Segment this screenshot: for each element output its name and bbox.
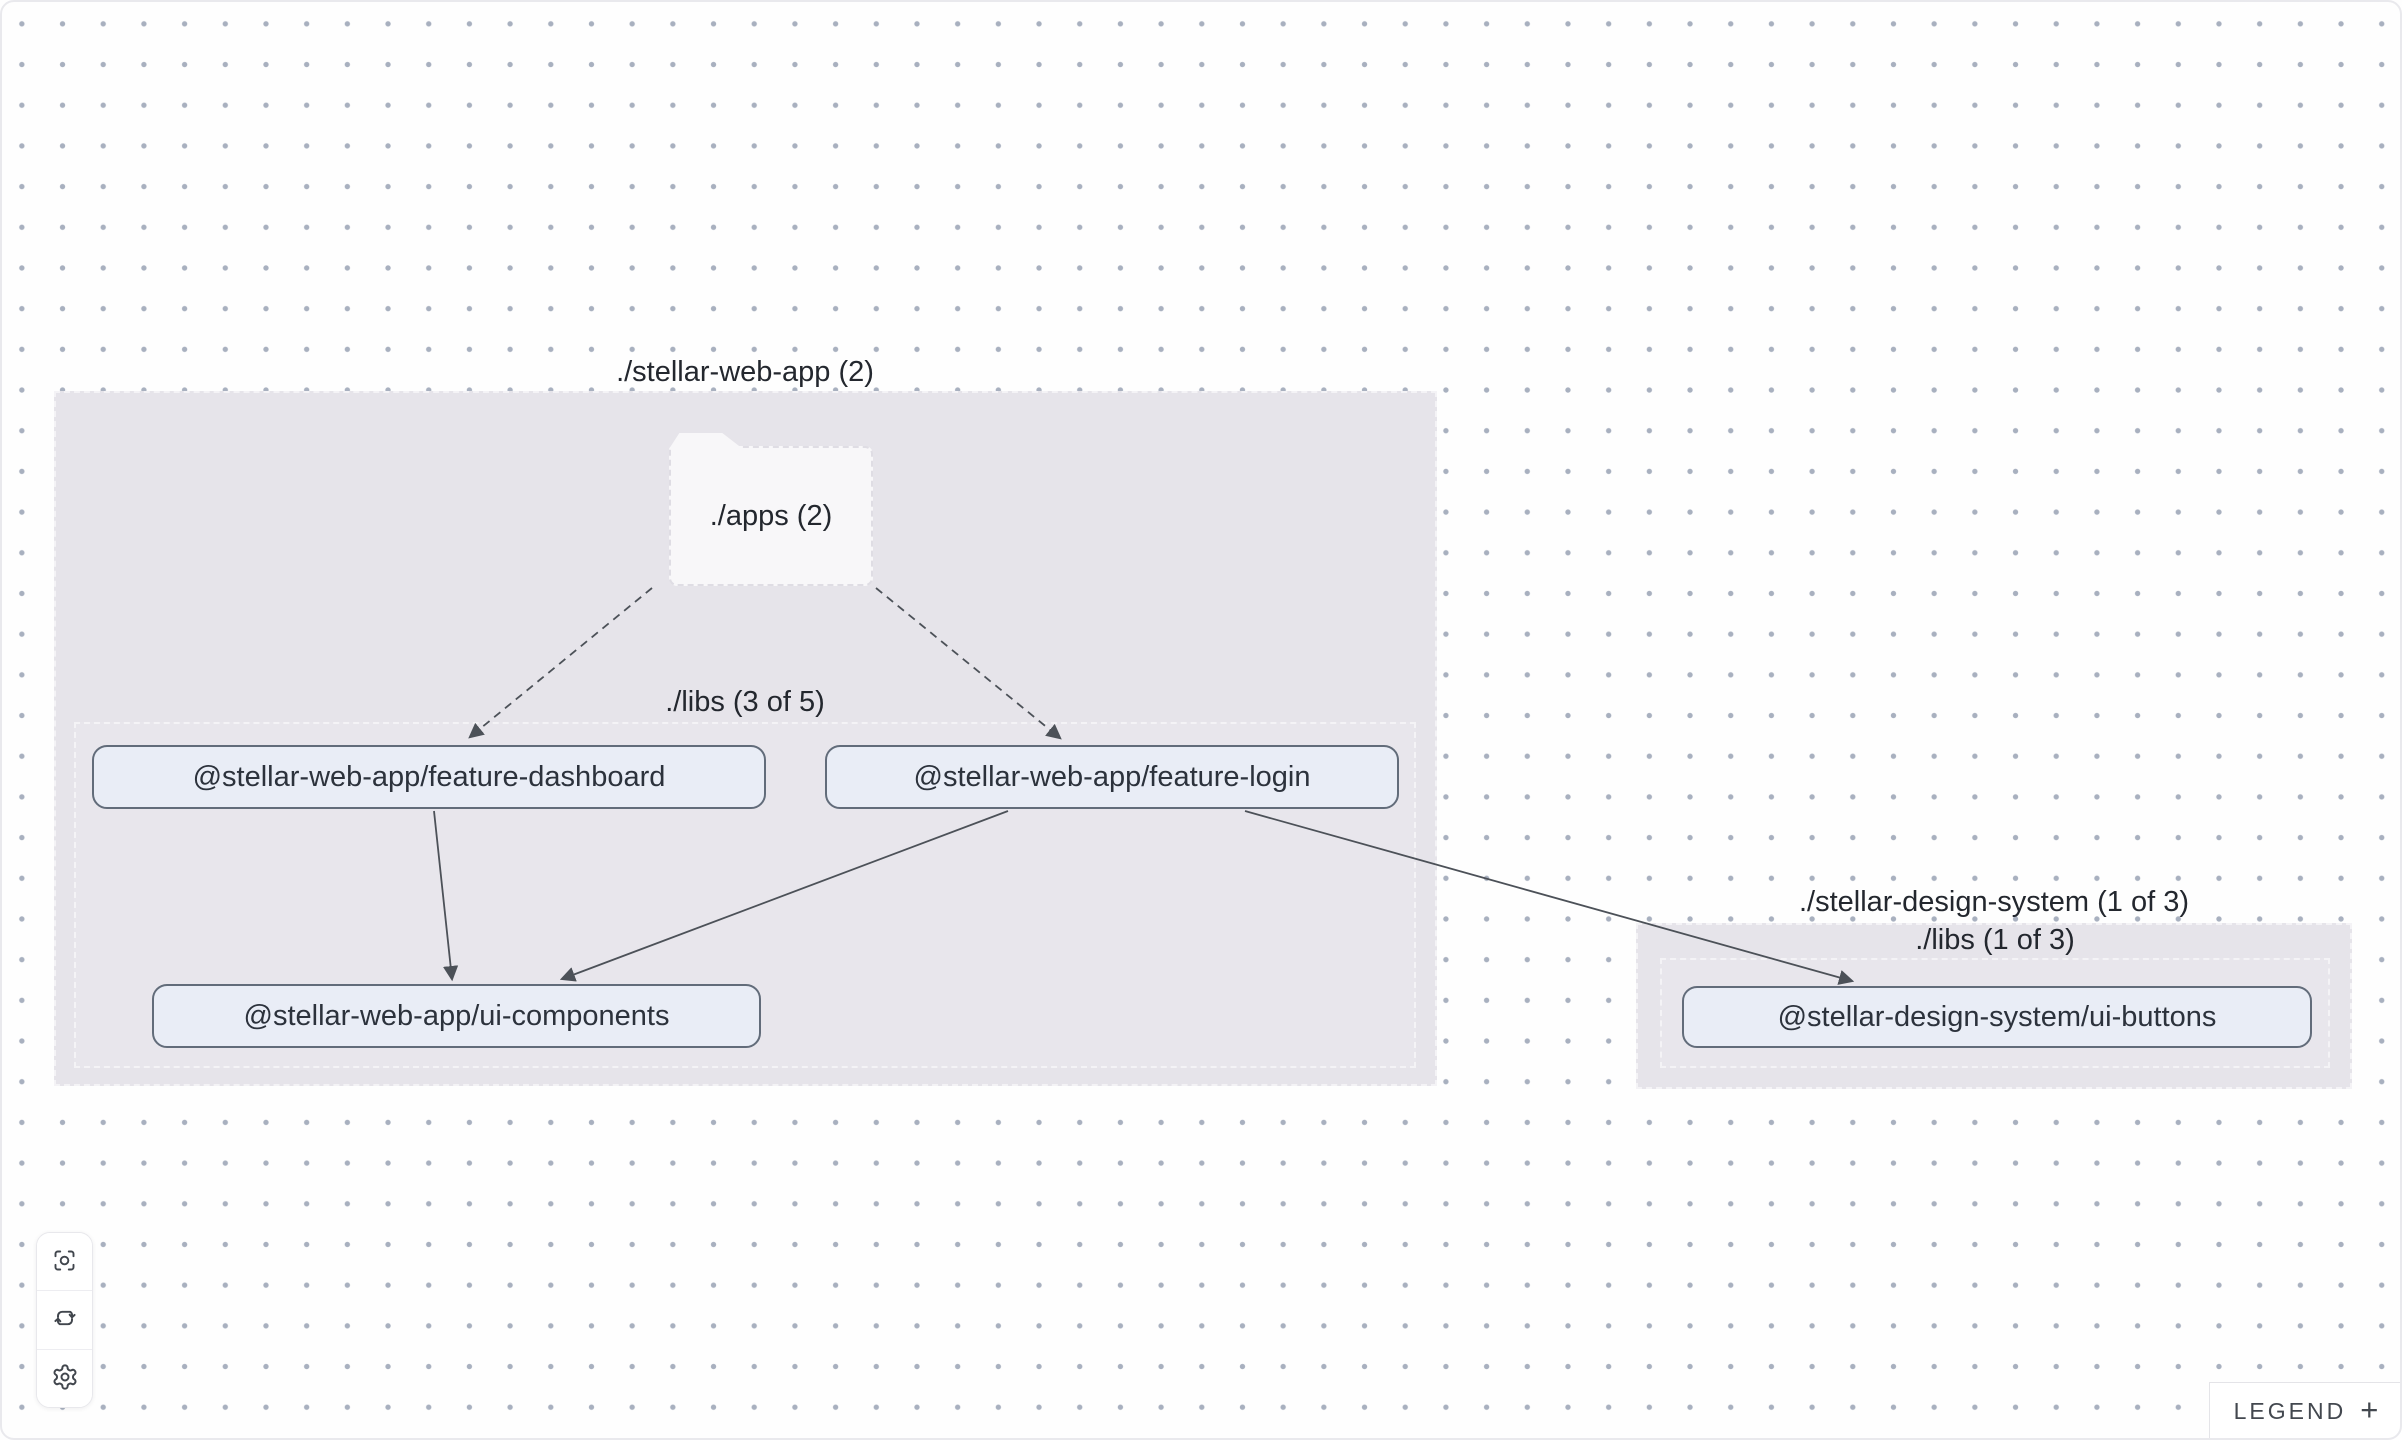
focus-icon	[51, 1247, 78, 1277]
apps-folder-node[interactable]: ./apps (2)	[669, 446, 873, 586]
node-feature-dashboard[interactable]: @stellar-web-app/feature-dashboard	[92, 745, 766, 809]
apps-folder-tab	[669, 433, 743, 449]
node-label: @stellar-design-system/ui-buttons	[1777, 1000, 2217, 1033]
node-feature-login[interactable]: @stellar-web-app/feature-login	[825, 745, 1399, 809]
group-label-design-system-libs: ./libs (1 of 3)	[1915, 924, 2075, 956]
node-ui-buttons[interactable]: @stellar-design-system/ui-buttons	[1682, 986, 2312, 1048]
cycle-icon	[51, 1304, 79, 1335]
refresh-layout-button[interactable]	[37, 1290, 92, 1349]
legend-label: LEGEND	[2233, 1398, 2347, 1424]
apps-folder-label: ./apps (2)	[709, 499, 833, 532]
center-graph-button[interactable]	[37, 1233, 92, 1291]
settings-icon	[51, 1363, 79, 1394]
plus-icon: +	[2360, 1392, 2379, 1427]
legend-toggle-button[interactable]: LEGEND +	[2209, 1382, 2402, 1440]
settings-button[interactable]	[37, 1348, 92, 1407]
node-label: @stellar-web-app/feature-dashboard	[192, 760, 666, 793]
node-ui-components[interactable]: @stellar-web-app/ui-components	[152, 984, 761, 1048]
node-label: @stellar-web-app/ui-components	[243, 999, 670, 1032]
group-label-web-app-libs: ./libs (3 of 5)	[665, 686, 825, 718]
graph-controls-toolbar	[36, 1232, 93, 1408]
group-label-stellar-web-app: ./stellar-web-app (2)	[616, 356, 874, 388]
node-label: @stellar-web-app/feature-login	[913, 760, 1311, 793]
group-label-stellar-design-system: ./stellar-design-system (1 of 3)	[1798, 886, 2190, 918]
